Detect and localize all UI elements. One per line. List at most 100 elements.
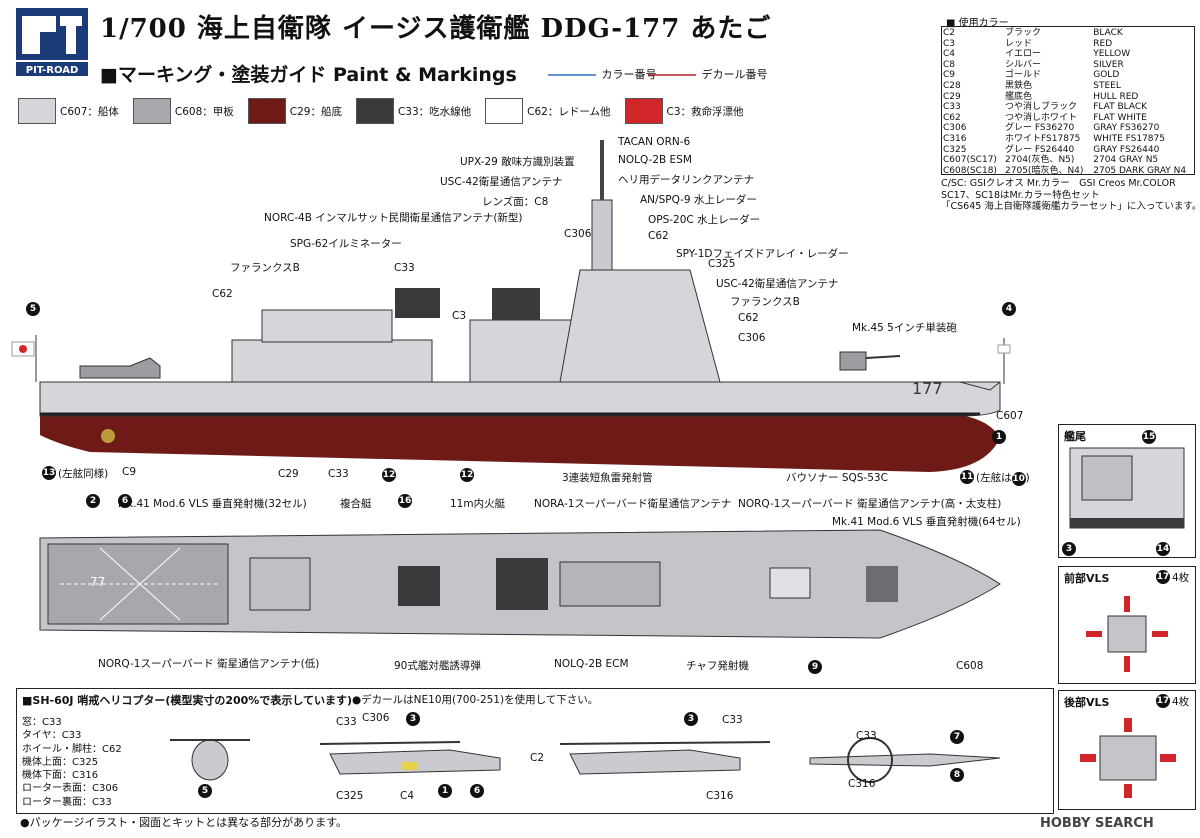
color-table-cell: GRAY FS36270	[1093, 123, 1160, 134]
color-table-cell: C29	[943, 91, 961, 102]
color-table-cell: グレー FS36270	[1005, 123, 1075, 134]
color-table-cell: 艦底色	[1005, 91, 1033, 102]
label-lens: レンズ面：C8	[482, 196, 549, 208]
heli-label-c2: C2	[530, 752, 545, 764]
heli-decal-3-left: 3	[406, 712, 420, 726]
color-table-row: C9 ゴールド GOLD	[941, 70, 1195, 81]
color-table-cell: RED	[1093, 38, 1113, 49]
color-table-cell: シルバー	[1005, 59, 1042, 70]
legend-color-label: カラー番号	[601, 68, 657, 81]
color-table-cell: C9	[943, 70, 956, 81]
decal-15: 15	[1142, 430, 1156, 444]
heli-decal-1: 1	[438, 784, 452, 798]
label-vls32: Mk.41 Mod.6 VLS 垂直発射機(32セル)	[118, 498, 307, 510]
decal-13: 13	[42, 466, 56, 480]
swatch-c607	[18, 98, 56, 124]
color-table-cell: C306	[943, 123, 967, 134]
color-table-cell: 黒鉄色	[1005, 80, 1033, 91]
label-nolq2b-ecm: NOLQ-2B ECM	[554, 658, 629, 670]
aft-vls-qty: 4枚	[1172, 696, 1190, 708]
decal-14: 14	[1156, 542, 1170, 556]
label-norq1-high: NORQ-1スーパーバード 衛星通信アンテナ(高・太支柱)	[738, 498, 1002, 510]
decal-12-aft: 12	[382, 468, 396, 482]
label-rhib: 複合艇	[340, 498, 372, 510]
label-c33-aft: C33	[394, 262, 415, 274]
label-type90-ssm: 90式艦対艦誘導弾	[394, 660, 481, 672]
color-table-cell: グレー FS26440	[1005, 144, 1075, 155]
heli-label-c33-top: C33	[856, 730, 877, 742]
label-spq9: AN/SPQ-9 水上レーダー	[640, 194, 757, 206]
color-table-cell: C325	[943, 144, 967, 155]
aft-vls-drawing	[1080, 718, 1176, 798]
decal-12-fwd: 12	[460, 468, 474, 482]
heli-label-c325: C325	[336, 790, 364, 802]
label-upx29: UPX-29 敵味方識別装置	[460, 156, 575, 168]
color-table-frame	[941, 26, 1195, 175]
color-table-cell: C607(SC17)	[943, 155, 997, 166]
swatch-c62	[485, 98, 524, 124]
page-subtitle: ■マーキング・塗装ガイド Paint & Markings	[100, 64, 517, 86]
color-table-row: C306 グレー FS36270 GRAY FS36270	[941, 123, 1195, 134]
label-c3: C3	[452, 310, 467, 322]
legend-color: カラー番号	[548, 66, 657, 82]
stern-drawing	[1069, 447, 1185, 529]
color-table-cell: ゴールド	[1005, 70, 1042, 81]
color-table-cell: BLACK	[1093, 28, 1123, 38]
color-table-cell: C28	[943, 80, 961, 91]
swatch-c3	[624, 98, 663, 124]
label-spy1d: SPY-1Dフェイズドアレイ・レーダー	[676, 248, 849, 260]
decal-17-aft: 17	[1156, 694, 1170, 708]
pit-road-logo: PIT-ROAD	[16, 8, 88, 76]
color-notes: C/SC: GSIクレオス Mr.カラー GSI Creos Mr.COLOR …	[941, 178, 1200, 212]
label-ops20c: OPS-20C 水上レーダー	[648, 214, 761, 226]
page-title: 1/700 海上自衛隊 イージス護衛艦 DDG-177 あたご	[100, 14, 772, 44]
label-mk45: Mk.45 5インチ単装砲	[852, 322, 957, 334]
heli-top-view	[809, 737, 1001, 783]
color-table-cell: YELLOW	[1093, 49, 1131, 60]
decal-2-top: 2	[86, 494, 100, 508]
color-table-cell: C4	[943, 49, 956, 60]
decal-4: 4	[1002, 302, 1016, 316]
label-port-same: (左舷同様)	[58, 468, 109, 480]
hull-number: 177	[912, 379, 943, 398]
color-table-cell: つや消しブラック	[1005, 102, 1078, 113]
decal-5: 5	[26, 302, 40, 316]
heli-decal-5: 5	[198, 784, 212, 798]
color-table-row: C8 シルバー SILVER	[941, 60, 1195, 71]
ship-side-profile: 177	[11, 140, 1011, 472]
heli-side-left	[319, 741, 501, 775]
legend-decal-label: デカール番号	[701, 68, 768, 81]
color-table-cell: WHITE FS17875	[1093, 133, 1165, 144]
color-table-cell: GOLD	[1093, 70, 1120, 81]
color-table-cell: SILVER	[1093, 59, 1124, 70]
color-table-cell: 2705(暗灰色、N4)	[1005, 165, 1084, 176]
swatch-c608	[132, 98, 171, 124]
label-nolq2b-esm: NOLQ-2B ESM	[618, 154, 692, 166]
label-c62-mast: C62	[648, 230, 669, 242]
label-bow-sonar: バウソナー SQS-53C	[786, 472, 888, 484]
heli-label-c33-left: C33	[336, 716, 357, 728]
color-table-row: C607(SC17)2704(灰色、N5)2704 GRAY N5	[941, 155, 1195, 166]
label-phalanx-aft: ファランクスB	[230, 262, 300, 274]
decal-6-top: 6	[118, 494, 132, 508]
label-11m-boat: 11m内火艇	[450, 498, 506, 510]
label-c62-aft: C62	[212, 288, 233, 300]
label-nora1: NORA-1スーパーバード衛星通信アンテナ	[534, 498, 732, 510]
label-c9: C9	[122, 466, 137, 478]
color-table-cell: C8	[943, 59, 956, 70]
ship-top-view: 77	[39, 529, 1001, 639]
heli-label-c4: C4	[400, 790, 415, 802]
color-table-cell: ブラック	[1005, 28, 1042, 38]
helicopter-title: ■SH-60J 哨戒ヘリコプター(模型実寸の200%で表示しています)	[22, 694, 353, 707]
swatch: C608：甲板	[132, 98, 234, 124]
color-swatches: C607：船体 C608：甲板 C29：船底 C33：吃水線他 C62：レドーム…	[18, 98, 744, 124]
color-table-heading: ■ 使用カラー	[946, 18, 1009, 29]
color-table-cell: 2704(灰色、N5)	[1005, 155, 1075, 166]
swatch: C33：吃水線他	[355, 98, 471, 124]
